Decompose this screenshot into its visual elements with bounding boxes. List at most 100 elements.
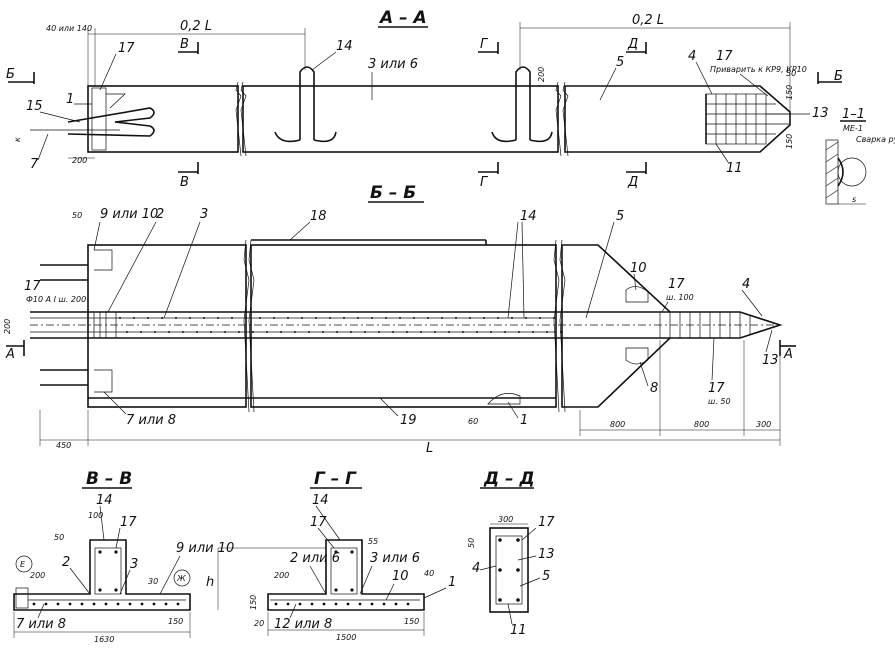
- cut-g-top: Г: [480, 37, 489, 52]
- rebar-dot: [448, 331, 450, 333]
- rib-rebar-dots: [119, 317, 562, 333]
- callout-12or8: 12 или 8: [274, 617, 332, 632]
- rebar-dot: [114, 550, 118, 554]
- rebar-dot: [238, 331, 240, 333]
- mark-zh-circle: [173, 569, 191, 587]
- end-hook-top: [106, 93, 126, 109]
- callout-14-vv: 14: [96, 493, 113, 508]
- rebar-dot: [490, 331, 492, 333]
- rebar-dot: [116, 602, 120, 606]
- dim-200-gg: 200: [274, 571, 289, 580]
- corner-hatch-top: [94, 249, 113, 271]
- rebar-dot: [334, 588, 338, 592]
- rebar-dot: [378, 331, 380, 333]
- section-gg-title: Г – Г: [314, 469, 357, 489]
- rebar-dot: [287, 317, 289, 319]
- rebar-dot: [32, 602, 36, 606]
- rebar-dot: [286, 602, 290, 606]
- rebar-dot: [308, 331, 310, 333]
- section-dd-view: Д – Д 300 50 17 13 5 4 11: [467, 469, 555, 638]
- dim-30-vv: 30: [148, 577, 158, 586]
- dim-200-bb: 200: [3, 319, 12, 334]
- rebar-dot: [382, 602, 386, 606]
- rebar-dot: [370, 602, 374, 606]
- rebar-dot: [539, 317, 541, 319]
- rebar-dot: [175, 317, 177, 319]
- rebar-dot: [147, 317, 149, 319]
- rebar-dot: [329, 317, 331, 319]
- rebar-dot: [140, 602, 144, 606]
- rebar-dot: [280, 331, 282, 333]
- detail-weld: [837, 157, 844, 187]
- rebar-dot: [119, 317, 121, 319]
- left-end-stirrups: [93, 311, 117, 339]
- rebar-dot: [259, 317, 261, 319]
- rebar-dot: [274, 602, 278, 606]
- dim-1630: 1630: [94, 635, 114, 644]
- rebar-dot: [140, 331, 142, 333]
- dim-100-vv: 100: [88, 511, 103, 520]
- dim-150-bottom: 150: [785, 134, 794, 149]
- rebar-dot: [364, 331, 366, 333]
- callout-13-bb: 13: [762, 353, 779, 368]
- mark-e-circle: [15, 555, 33, 573]
- callout-5-aa: 5: [616, 55, 624, 70]
- rebar-dot: [406, 602, 410, 606]
- callout-8-bb: 8: [650, 381, 658, 396]
- dim-60: 60: [468, 417, 478, 426]
- end-cage-elevation: [659, 312, 751, 338]
- rebar-dot: [152, 602, 156, 606]
- callout-17-aa: 17: [118, 41, 135, 56]
- callout-11-dd: 11: [510, 623, 527, 638]
- rebar-dot: [525, 317, 527, 319]
- rebar-dot: [483, 317, 485, 319]
- dim-02L-left: 0,2 L: [180, 19, 212, 34]
- rebar-dot: [98, 550, 102, 554]
- dim-L: L: [426, 441, 433, 456]
- callout-13-aa: 13: [812, 106, 829, 121]
- callout-3or6-gg: 3 или 6: [370, 551, 420, 566]
- rebar-dot: [164, 602, 168, 606]
- detail-plate: [825, 139, 839, 205]
- section-bb-title: Б – Б: [370, 183, 416, 203]
- rebar-dot: [441, 317, 443, 319]
- rebar-dot: [133, 317, 135, 319]
- rebar-dot: [406, 331, 408, 333]
- rebar-dot: [315, 317, 317, 319]
- dim-450: 450: [56, 441, 71, 450]
- callout-14-bb: 14: [520, 209, 537, 224]
- rebar-dot: [56, 602, 60, 606]
- rebar-dot: [44, 602, 48, 606]
- end-stirrup: [91, 87, 107, 151]
- rebar-dot: [98, 588, 102, 592]
- callout-2-vv: 2: [62, 555, 70, 570]
- gg-profile: [267, 539, 425, 611]
- dim-800-a: 800: [610, 420, 625, 429]
- section-aa-view: А – А: [6, 8, 843, 190]
- rebar-dot: [399, 317, 401, 319]
- dim-s: s: [852, 195, 856, 204]
- rebar-dot: [462, 331, 464, 333]
- callout-17-bb-right: 17: [668, 277, 685, 292]
- rebar-dot: [203, 317, 205, 319]
- callout-3-vv: 3: [130, 557, 138, 572]
- weld-manual-note: Сварка ручная дуговая: [856, 135, 895, 144]
- rebar-dot: [420, 331, 422, 333]
- rebar-dot: [553, 317, 555, 319]
- callout-5-dd: 5: [542, 569, 550, 584]
- vv-stirrup: [94, 547, 122, 595]
- rebar-dot: [189, 317, 191, 319]
- cut-a-right: А: [783, 347, 793, 362]
- rebar-dot: [334, 602, 338, 606]
- vv-end-plate: [15, 587, 29, 609]
- rebar-dot: [357, 317, 359, 319]
- rebar-dot: [68, 602, 72, 606]
- lifting-loop-1-foot-left: [274, 131, 301, 143]
- mark-e: Е: [20, 560, 26, 569]
- dim-h: h: [206, 575, 214, 590]
- callout-9or10: 9 или 10: [100, 207, 158, 222]
- section-dd-title: Д – Д: [483, 469, 535, 489]
- lifting-loop-2-foot-right: [529, 131, 553, 143]
- detail-11-title: 1–1: [842, 107, 865, 122]
- rebar-dot: [273, 317, 275, 319]
